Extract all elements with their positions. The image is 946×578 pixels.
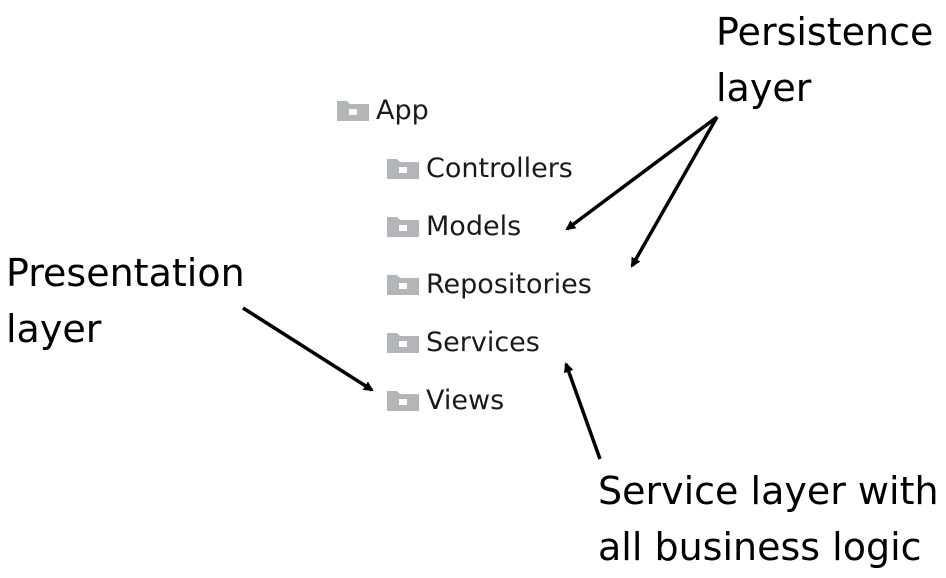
- service-layer-note: Service layer with all business logic: [598, 463, 939, 575]
- arrow-to-views: [242, 306, 374, 392]
- tree-item-repositories[interactable]: Repositories: [386, 267, 592, 301]
- tree-item-label: Models: [426, 210, 522, 242]
- arrow-to-repositories: [630, 116, 719, 268]
- service-note-line2: all business logic: [598, 525, 922, 569]
- folder-icon: [337, 101, 369, 121]
- presentation-note-line2: layer: [6, 307, 102, 351]
- tree-item-app[interactable]: App: [336, 93, 429, 127]
- tree-item-label: Repositories: [426, 268, 592, 300]
- persistence-layer-note: Persistence layer: [716, 4, 933, 116]
- arrow-to-services: [563, 362, 602, 460]
- persistence-note-line1: Persistence: [716, 10, 934, 54]
- tree-item-label: Controllers: [426, 152, 573, 184]
- tree-item-label: Views: [426, 384, 505, 416]
- tree-item-services[interactable]: Services: [386, 325, 540, 359]
- tree-item-label: Services: [426, 326, 540, 358]
- folder-icon: [387, 333, 419, 353]
- tree-item-models[interactable]: Models: [386, 209, 521, 243]
- presentation-note-line1: Presentation: [6, 251, 245, 295]
- folder-icon: [387, 275, 419, 295]
- tree-item-views[interactable]: Views: [386, 383, 504, 417]
- presentation-layer-note: Presentation layer: [6, 245, 245, 357]
- arrow-to-models: [565, 115, 719, 231]
- folder-icon: [387, 159, 419, 179]
- folder-icon: [387, 217, 419, 237]
- tree-item-label: App: [376, 94, 429, 126]
- tree-item-controllers[interactable]: Controllers: [386, 151, 573, 185]
- persistence-note-line2: layer: [716, 66, 812, 110]
- service-note-line1: Service layer with: [598, 469, 939, 513]
- folder-icon: [387, 391, 419, 411]
